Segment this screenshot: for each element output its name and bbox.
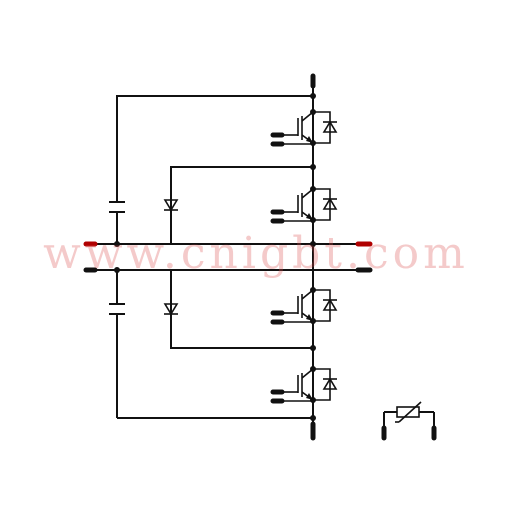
junction-dots (114, 93, 316, 421)
thermistor-symbol (381, 401, 437, 441)
igbt-module-2 (270, 188, 338, 224)
capacitor-symbol (109, 303, 125, 315)
diode-symbol (163, 199, 179, 212)
diode-symbol (163, 303, 179, 316)
igbt-module-3 (270, 289, 338, 325)
lower-capacitor-loop (109, 270, 313, 419)
upper-diode-branch (163, 166, 313, 244)
upper-capacitor-loop (109, 95, 313, 244)
igbt-module-4 (270, 368, 338, 404)
lower-diode-branch (163, 270, 313, 349)
igbt-module-1 (270, 111, 338, 147)
capacitor-symbol (109, 201, 125, 213)
